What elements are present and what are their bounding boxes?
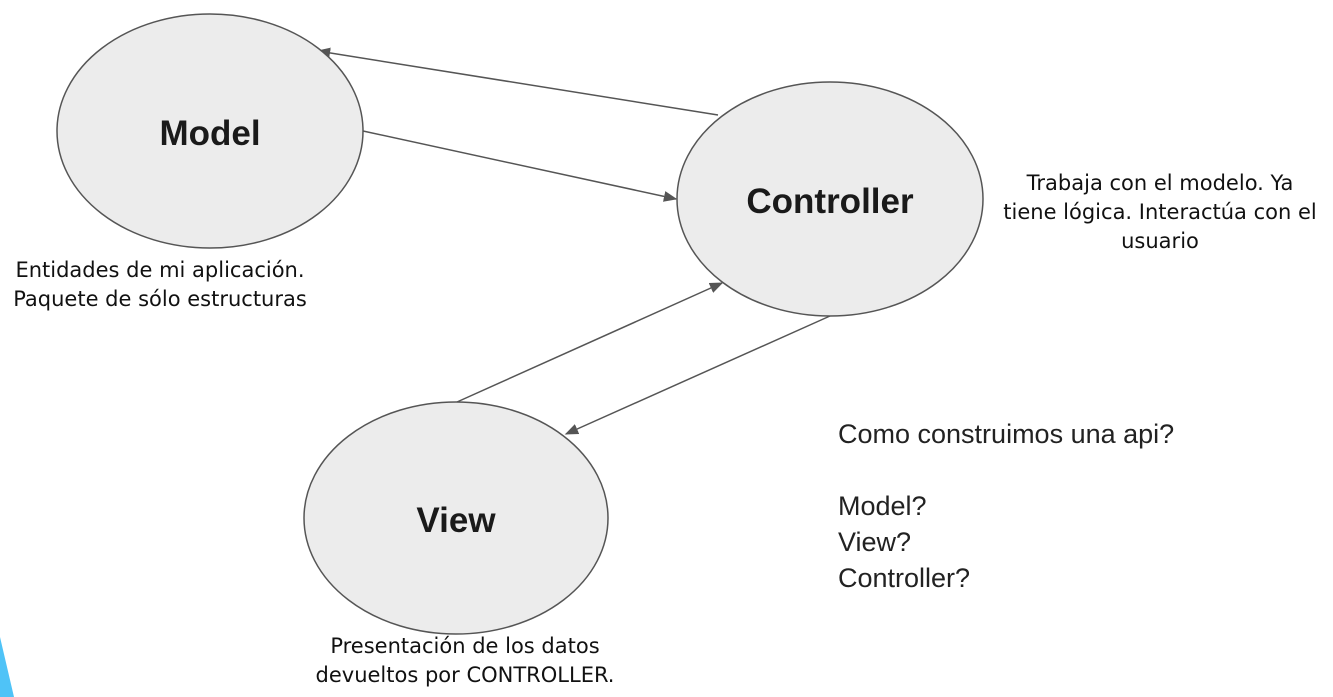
node-controller-label: Controller bbox=[746, 182, 914, 221]
node-view-label: View bbox=[416, 501, 496, 540]
note-controller: Trabaja con el modelo. Ya tiene lógica. … bbox=[990, 169, 1330, 256]
node-controller-shape bbox=[676, 81, 984, 317]
node-view-shape bbox=[303, 401, 609, 635]
slide-accent-shape bbox=[0, 637, 14, 697]
edge-model-to-controller bbox=[362, 130, 678, 202]
note-view-line: Presentación de los datos bbox=[330, 634, 600, 658]
note-controller-line: usuario bbox=[1121, 229, 1199, 253]
question-item-controller: Controller? bbox=[838, 563, 971, 593]
note-controller-line: tiene lógica. Interactúa con el bbox=[1003, 200, 1317, 224]
note-model-line: Paquete de sólo estructuras bbox=[13, 287, 307, 311]
question-item-model: Model? bbox=[838, 491, 927, 521]
node-controller[interactable]: Controller bbox=[676, 81, 984, 317]
node-model-shape bbox=[56, 13, 364, 249]
questions-heading: Como construimos una api? bbox=[838, 419, 1175, 449]
node-view[interactable]: View bbox=[303, 401, 609, 635]
node-model[interactable]: Model bbox=[56, 13, 364, 249]
note-controller-line: Trabaja con el modelo. Ya bbox=[1026, 171, 1294, 195]
question-item-view: View? bbox=[838, 527, 912, 557]
note-model: Entidades de mi aplicación. Paquete de s… bbox=[0, 256, 320, 314]
note-view: Presentación de los datos devueltos por … bbox=[290, 632, 640, 690]
note-model-line: Entidades de mi aplicación. bbox=[15, 258, 305, 282]
node-model-label: Model bbox=[159, 114, 260, 153]
note-view-line: devueltos por CONTROLLER. bbox=[315, 663, 615, 687]
edge-view-to-controller bbox=[456, 282, 724, 403]
questions-block: Como construimos una api? Model? View? C… bbox=[838, 416, 1174, 596]
edge-controller-to-model bbox=[316, 47, 719, 116]
edge-controller-to-view bbox=[564, 315, 831, 435]
